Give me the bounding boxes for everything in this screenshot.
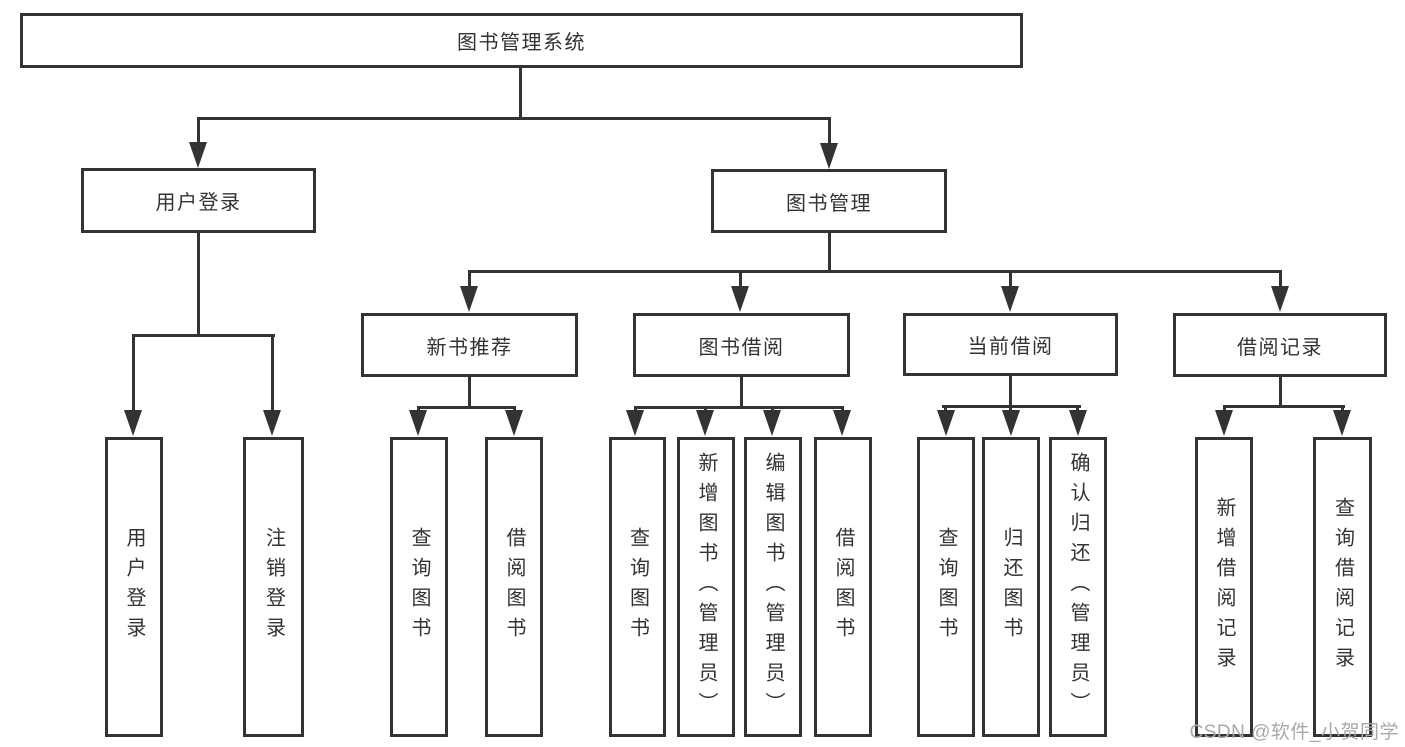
node-book-borrowing: 图书借阅	[633, 313, 850, 377]
node-new-book-recommendation: 新书推荐	[361, 313, 578, 377]
arrow-down-icon	[1333, 410, 1351, 436]
node-label: 当前借阅	[967, 336, 1054, 358]
node-label: 查询图书	[935, 527, 957, 647]
leaf-add-books-admin: 新增图书（管理员）	[677, 437, 735, 737]
connector-line	[197, 233, 200, 337]
connector-line	[468, 270, 1282, 273]
arrow-down-icon	[820, 143, 838, 169]
node-label: 借阅记录	[1237, 336, 1323, 359]
leaf-add-borrow-record: 新增借阅记录	[1195, 437, 1253, 737]
connector-line	[519, 68, 522, 119]
leaf-borrow-books: 借阅图书	[814, 437, 872, 737]
connector-line	[1223, 405, 1345, 408]
connector-line	[1009, 405, 1012, 413]
connector-line	[468, 377, 471, 409]
arrow-down-icon	[626, 410, 644, 436]
connector-line	[740, 377, 743, 409]
leaf-query-books-borrow: 查询图书	[609, 437, 666, 737]
arrow-down-icon	[1271, 286, 1289, 312]
arrow-down-icon	[460, 286, 478, 312]
leaf-query-books-current: 查询图书	[917, 437, 975, 737]
connector-line	[1223, 405, 1226, 413]
node-library-management-system: 图书管理系统	[20, 13, 1023, 68]
node-label: 用户登录	[155, 192, 242, 214]
node-label: 编辑图书（管理员）	[762, 452, 784, 722]
connector-line	[197, 117, 831, 120]
node-label: 注销登录	[262, 527, 285, 647]
arrow-down-icon	[189, 142, 207, 168]
connector-line	[739, 270, 742, 287]
connector-line	[132, 334, 275, 337]
node-label: 查询图书	[408, 527, 430, 647]
arrow-down-icon	[505, 410, 523, 436]
connector-line	[1009, 375, 1012, 408]
node-label: 查询图书	[626, 527, 649, 647]
leaf-query-borrow-record: 查询借阅记录	[1313, 437, 1372, 737]
connector-line	[634, 406, 844, 409]
node-label: 图书借阅	[698, 336, 785, 359]
node-label: 确认归还（管理员）	[1067, 452, 1089, 722]
node-label: 新增借阅记录	[1213, 497, 1235, 677]
leaf-logout: 注销登录	[243, 437, 304, 737]
leaf-edit-books-admin: 编辑图书（管理员）	[744, 437, 802, 737]
arrow-down-icon	[124, 410, 142, 436]
connector-line	[132, 334, 135, 411]
arrow-down-icon	[696, 410, 714, 436]
arrow-down-icon	[1215, 410, 1233, 436]
node-current-borrowing: 当前借阅	[903, 313, 1118, 376]
watermark-text: CSDN @软件_小贺同学	[1189, 722, 1399, 743]
node-user-login: 用户登录	[81, 168, 316, 233]
arrow-down-icon	[409, 410, 427, 436]
node-label: 借阅图书	[503, 527, 525, 647]
connector-line	[1076, 405, 1079, 413]
arrow-down-icon	[263, 410, 281, 436]
leaf-user-login: 用户登录	[105, 437, 163, 737]
connector-line	[271, 334, 274, 411]
arrow-down-icon	[763, 410, 781, 436]
node-label: 借阅图书	[832, 527, 854, 647]
node-borrowing-records: 借阅记录	[1173, 313, 1387, 377]
leaf-return-books: 归还图书	[982, 437, 1040, 737]
arrow-down-icon	[1002, 410, 1020, 436]
arrow-down-icon	[937, 410, 955, 436]
connector-line	[944, 405, 947, 413]
node-label: 新增图书（管理员）	[695, 452, 717, 722]
connector-line	[828, 233, 831, 273]
node-book-management: 图书管理	[711, 169, 947, 233]
arrow-down-icon	[1069, 410, 1087, 436]
leaf-query-books-recommend: 查询图书	[390, 437, 448, 737]
arrow-down-icon	[833, 410, 851, 436]
arrow-down-icon	[731, 286, 749, 312]
connector-line	[1009, 270, 1012, 287]
node-label: 归还图书	[1000, 527, 1022, 647]
node-label: 用户登录	[123, 527, 145, 647]
leaf-borrow-books-recommend: 借阅图书	[485, 437, 543, 737]
connector-line	[468, 270, 471, 287]
connector-line	[1341, 405, 1344, 413]
node-label: 图书管理	[786, 192, 872, 215]
connector-line	[828, 117, 831, 145]
connector-line	[197, 117, 200, 144]
node-label: 查询借阅记录	[1331, 497, 1354, 677]
connector-line	[1279, 377, 1282, 408]
leaf-confirm-return-admin: 确认归还（管理员）	[1049, 437, 1107, 737]
connector-line	[417, 406, 516, 409]
node-label: 图书管理系统	[457, 32, 586, 54]
arrow-down-icon	[1001, 286, 1019, 312]
node-label: 新书推荐	[426, 336, 513, 359]
connector-line	[1279, 270, 1282, 287]
